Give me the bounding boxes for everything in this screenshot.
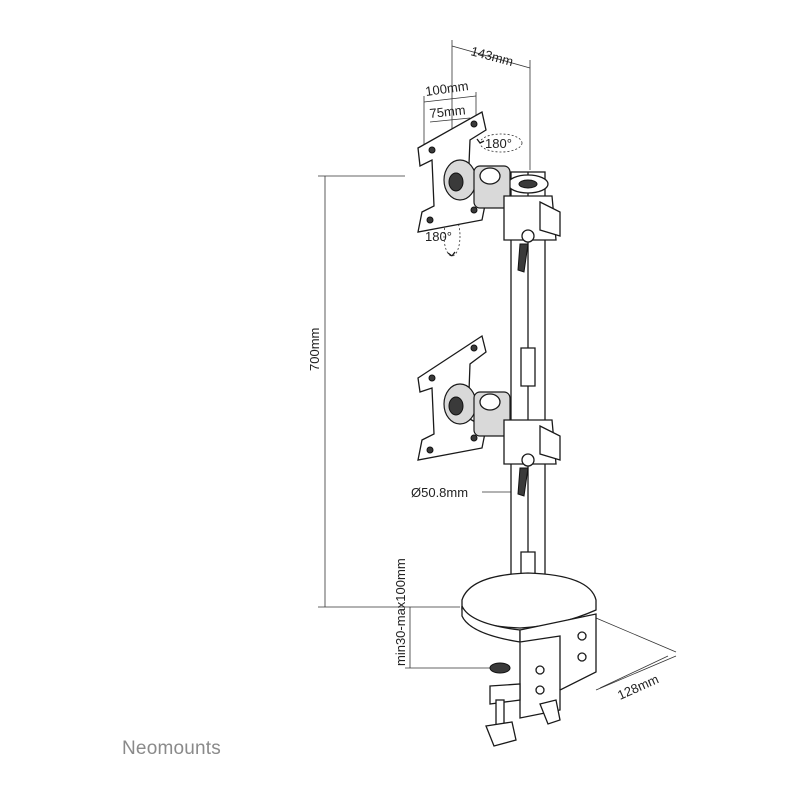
lower-monitor-arm: [417, 334, 561, 497]
upper-monitor-arm: [417, 111, 561, 273]
dim-pole-diameter: Ø50.8mm: [411, 485, 468, 500]
rotation-top-label: 180°: [485, 136, 512, 151]
dim-desk-thickness: min30-max100mm: [393, 558, 408, 666]
dimension-lines: [318, 40, 677, 691]
dim-75mm: 75mm: [429, 102, 466, 121]
rotation-side-label: 180°: [425, 229, 452, 244]
brand-logo: Neomounts: [122, 738, 221, 759]
rotation-arc-top: [476, 133, 523, 153]
dim-128mm: 128mm: [615, 671, 661, 702]
dim-700mm: 700mm: [307, 328, 322, 371]
dim-100mm: 100mm: [424, 78, 469, 99]
desk-clamp: [461, 572, 597, 747]
dim-143mm: 143mm: [469, 43, 515, 69]
